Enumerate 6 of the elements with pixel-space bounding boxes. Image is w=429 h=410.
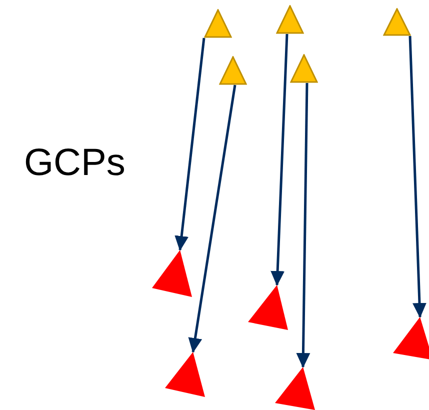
arrow	[174, 38, 206, 251]
arrow	[188, 84, 236, 353]
arrow	[296, 82, 310, 368]
label-text: GCPs	[24, 142, 126, 185]
arrow	[408, 36, 426, 318]
arrow	[270, 34, 288, 286]
